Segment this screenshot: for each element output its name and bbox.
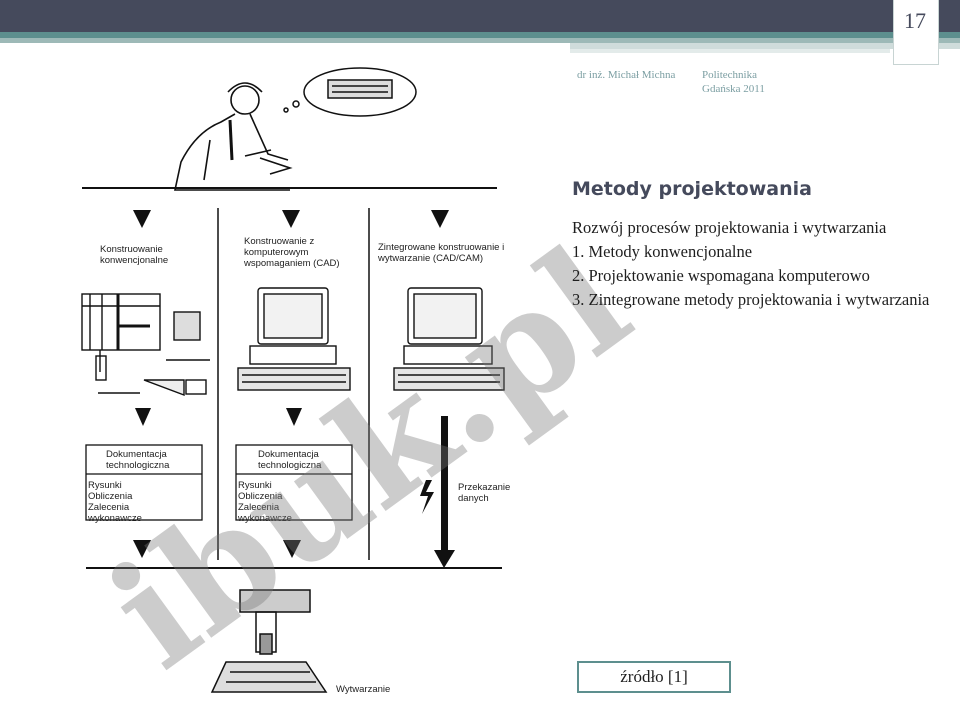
- diagram-graphics: [81, 67, 505, 693]
- header-stripe: [0, 38, 960, 43]
- content-line: Rozwój procesów projektowania i wytwarza…: [572, 218, 887, 237]
- content-line: 1. Metody konwencjonalne: [572, 242, 753, 261]
- computer-icon-cad: [237, 287, 351, 391]
- lightning-icon: [420, 480, 434, 514]
- column3-header: Zintegrowane konstruowanie i wytwarzanie…: [378, 242, 505, 264]
- doc-title-conventional: Dokumentacja technologiczna: [106, 449, 170, 471]
- slide-title: Metody projektowania: [572, 178, 812, 200]
- thought-bubble: [283, 67, 417, 117]
- flow-arrows: [133, 210, 449, 558]
- column2-header: Konstruowanie z komputerowym wspomaganie…: [244, 236, 340, 269]
- content-line: 2. Projektowanie wspomagana komputerowo: [572, 266, 870, 285]
- doc-title-cad: Dokumentacja technologiczna: [258, 449, 322, 471]
- doc-items-conventional: Rysunki Obliczenia Zalecenia wykonawcze: [88, 480, 142, 524]
- computer-icon-cam: [393, 287, 505, 391]
- header-stripe: [570, 49, 890, 53]
- column1-header: Konstruowanie konwencjonalne: [100, 244, 169, 266]
- header-stripe: [570, 43, 960, 49]
- machine-tool-illustration: [210, 589, 328, 693]
- doc-box-cad: [235, 444, 353, 521]
- header-stripe: [0, 32, 960, 38]
- designer-illustration: [174, 82, 293, 191]
- author: dr inż. Michał Michna: [577, 69, 676, 81]
- design-methods-diagram: Konstruowanie konwencjonalne Konstruowan…: [60, 50, 520, 710]
- doc-items-cad: Rysunki Obliczenia Zalecenia wykonawcze: [238, 480, 292, 524]
- content-line: 3. Zintegrowane metody projektowania i w…: [572, 290, 930, 309]
- manufacturing-label: Wytwarzanie: [336, 684, 391, 695]
- source-reference: źródło [1]: [577, 661, 731, 693]
- data-transfer-label: Przekazanie danych: [458, 482, 511, 504]
- top-bar: [0, 0, 960, 32]
- data-transfer-arrow: [441, 416, 448, 556]
- drawing-board-icon: [81, 293, 210, 397]
- page-number: 17: [904, 8, 926, 33]
- institution: Politechnika Gdańska 2011: [702, 69, 765, 95]
- doc-box-conventional: [85, 444, 203, 521]
- slide-content: Rozwój procesów projektowania i wytwarza…: [572, 218, 932, 314]
- page-number-box: [893, 0, 939, 65]
